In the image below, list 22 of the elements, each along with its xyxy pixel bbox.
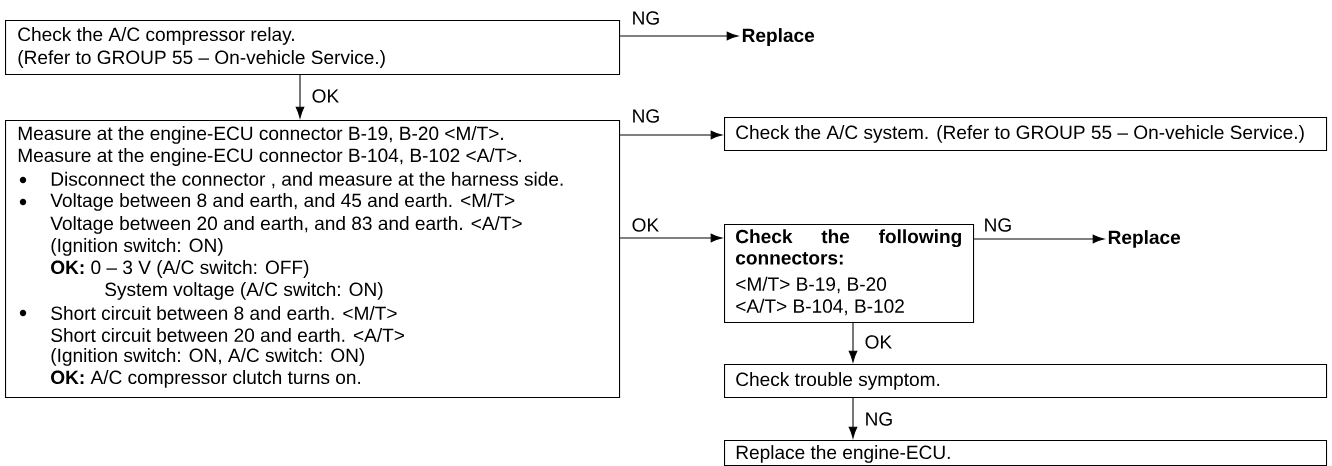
process-box: Check the A/C system. (Refer to GROUP 55 – On-vehicle Service.): [724, 117, 1328, 152]
result-text: Replace: [1108, 230, 1181, 248]
process-box: Check trouble symptom.: [724, 364, 1328, 399]
edge-label: OK: [310, 87, 341, 105]
process-box: Check the following connectors: <M/T> B-19, B-20 <A/T> B-104, B-102: [724, 224, 975, 324]
edge-label: NG: [863, 410, 895, 428]
arrow: [619, 233, 723, 243]
edge-label: OK: [863, 333, 894, 351]
edge-label: NG: [982, 216, 1014, 234]
process-box: Measure at the engine-ECU connector B-19, B-20 <M/T>. Measure at the engine-ECU connector B-104, B-102 <A/T>. Disconnect the connector , and measure at the harness side. Voltage between 8 and earth, and 45 and earth. <M/T> Voltage between 20 and earth, and 83 and earth. <A/T> (Ignition switch: ON) OK: 0 – 3 V (A/C switch: OFF) System voltage (A/C switch: ON) Short circuit between 8 and earth. <M/T> Short circuit between 20 and earth. <A/T> (Ignition switch: ON, A/C switch: ON) OK: A/C compressor clutch turns on.: [5, 120, 621, 399]
arrow: [619, 130, 723, 140]
arrow: [295, 74, 305, 119]
arrow: [848, 397, 858, 439]
edge-label: NG: [630, 107, 662, 125]
process-box: Check the A/C compressor relay. (Refer to GROUP 55 – On-vehicle Service.): [5, 20, 621, 76]
arrow: [973, 234, 1105, 244]
result-text: Replace: [742, 28, 815, 46]
arrow: [848, 322, 858, 363]
process-box: Replace the engine-ECU.: [724, 440, 1328, 466]
arrow: [619, 31, 739, 41]
edge-label: OK: [630, 216, 661, 234]
edge-label: NG: [630, 9, 662, 27]
